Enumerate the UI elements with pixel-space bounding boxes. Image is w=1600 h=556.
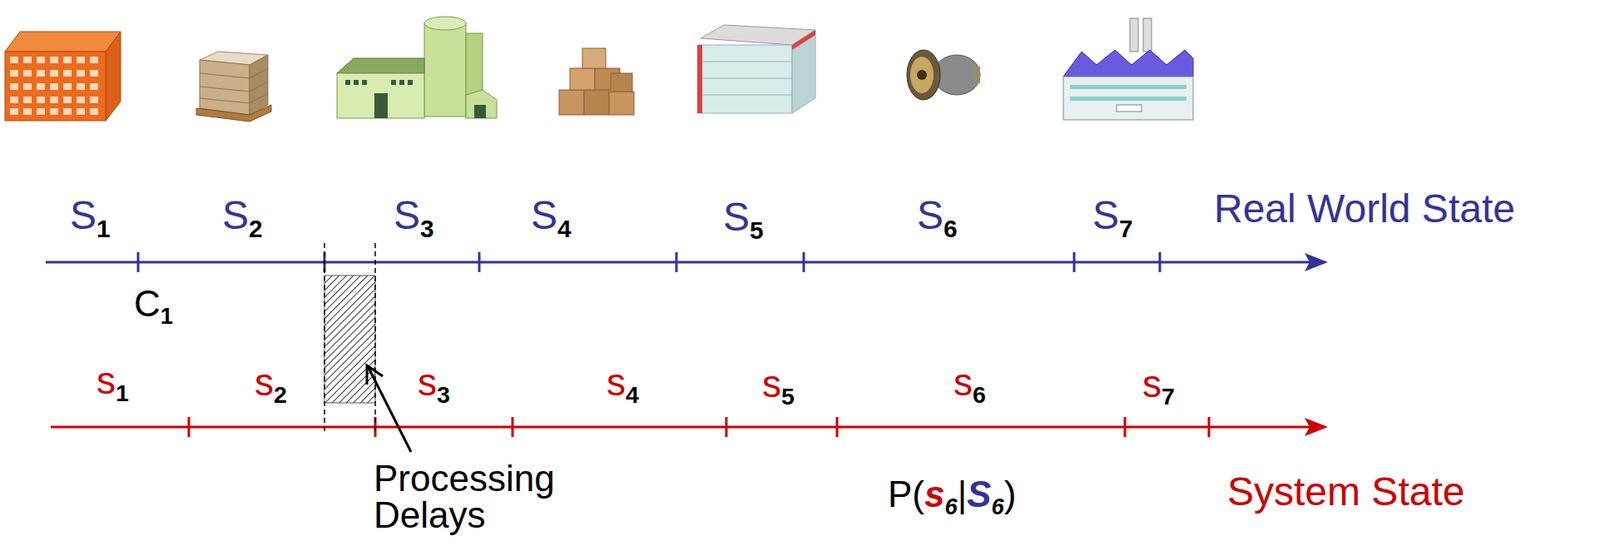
state-label: S7 (1092, 195, 1134, 241)
state-label: s2 (254, 362, 288, 407)
probability-label: P(s6|S6) (887, 475, 1016, 518)
state-label: s5 (762, 364, 795, 409)
event-label: C1 (133, 285, 174, 327)
state-label: s7 (1142, 364, 1175, 409)
state-label: S1 (69, 195, 111, 241)
real-world-timeline (45, 252, 1315, 273)
factory-icon (336, 16, 497, 119)
state-label: s3 (417, 362, 451, 407)
state-label: s1 (96, 361, 129, 406)
arrowhead (1304, 417, 1328, 436)
state-label: S6 (916, 195, 958, 241)
stacked-layers-icon (697, 24, 816, 114)
building-icon (4, 31, 121, 121)
axis-title: Real World State (1213, 188, 1516, 229)
state-label: s4 (606, 362, 640, 407)
arrowhead (1304, 252, 1328, 272)
system-timeline (50, 416, 1315, 437)
plant-icon (1063, 18, 1194, 120)
state-label: s6 (953, 362, 986, 407)
boxes-icon (559, 48, 635, 115)
leader-arrow (366, 365, 412, 452)
engine-icon (906, 49, 981, 100)
delay-bounds (324, 242, 376, 434)
pallet-icon (196, 51, 272, 122)
axis-title: System State (1227, 471, 1465, 512)
state-label: S2 (222, 195, 263, 241)
state-label: S3 (393, 195, 435, 241)
state-label: S5 (723, 197, 764, 243)
state-label: S4 (530, 195, 572, 241)
callout-text: Processing Delays (373, 460, 624, 534)
